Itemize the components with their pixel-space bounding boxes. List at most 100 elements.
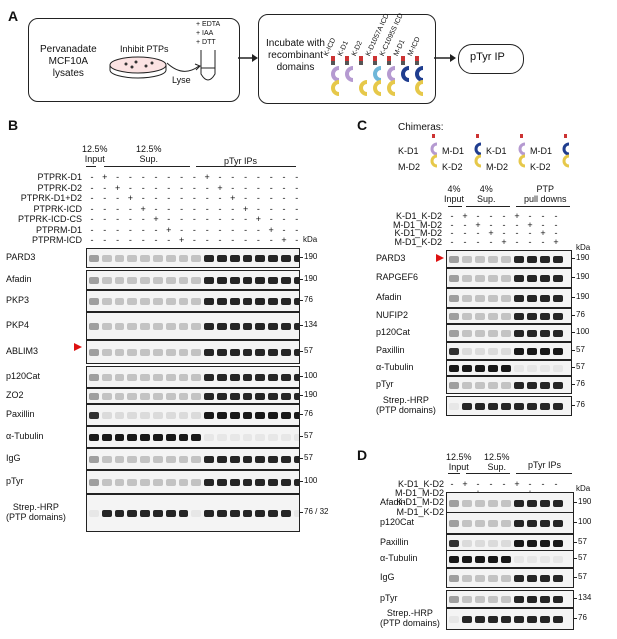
panelB-band [89, 277, 99, 284]
panelB-sign: - [205, 235, 209, 245]
panelC-band [540, 330, 550, 337]
panelC-tick [571, 350, 575, 351]
panelD-band [540, 540, 550, 547]
panelD-band [540, 575, 550, 582]
panelD-sign: - [476, 479, 480, 489]
panelC-blot-8 [446, 396, 572, 416]
panelB-band [127, 510, 138, 517]
chimera-label-7: K-D2 [530, 162, 551, 172]
panelC-cond-label-3: M-D1_K-D2 [394, 236, 442, 247]
panelB-band [191, 412, 202, 419]
panelB-mw-11: 76 / 32 [304, 507, 329, 516]
panelB-band [268, 510, 278, 517]
panelB-band [101, 393, 112, 400]
panelB-sign: - [295, 224, 299, 235]
panelB-band [165, 456, 176, 463]
panelB-band [178, 298, 189, 305]
panelC-blot-label-4: p120Cat [376, 327, 411, 337]
panelB-sign: - [180, 203, 184, 214]
panelD-band [553, 616, 563, 623]
panelD-mw-2: 57 [578, 537, 587, 546]
panelC-band [462, 348, 472, 355]
panelC-band [553, 348, 563, 355]
panelC-band [540, 295, 550, 302]
panelB-sign: - [128, 235, 132, 245]
panelB-blot-label-9: IgG [6, 453, 21, 463]
panelC-band [462, 403, 472, 410]
panelC-blot-label-1: RAPGEF6 [376, 272, 419, 282]
panelB-band [204, 323, 214, 330]
panelB-band [281, 393, 291, 400]
panelD-band [449, 575, 459, 582]
panelB-band [114, 456, 125, 463]
panelD-mw-4: 57 [578, 572, 587, 581]
panelD-band [475, 596, 485, 603]
panelC-band [553, 313, 563, 320]
panelC-sign: + [527, 219, 533, 230]
panelD-tick [573, 542, 577, 543]
panelB-sign: - [141, 224, 145, 235]
panelB-red-arrow-0 [74, 343, 82, 351]
panelB-sign: - [205, 214, 209, 224]
panelB-band [293, 456, 299, 463]
d-hdr-sup: 12.5% Sup. [484, 452, 510, 472]
panelB-band [127, 277, 138, 284]
panelB-band [153, 298, 163, 305]
panelB-blot-label-7: Paxillin [6, 409, 35, 419]
panelB-band [101, 323, 112, 330]
panelB-band [242, 298, 253, 305]
panelC-sign: - [489, 219, 493, 230]
panelD-band [540, 596, 550, 603]
panelB-band [255, 255, 266, 262]
panelC-band [527, 256, 537, 263]
panelC-blot-label-3: NUFIP2 [376, 310, 409, 320]
panelB-band [178, 510, 189, 517]
panelB-band [140, 349, 150, 356]
panelB-sign: - [128, 214, 132, 224]
panelD-band [488, 616, 498, 623]
panelB-band [293, 510, 299, 517]
panelB-sign: - [180, 214, 184, 224]
panelC-band [488, 382, 498, 389]
panelB-blot-0 [86, 248, 300, 268]
panelB-band [255, 393, 266, 400]
panelC-mw-2: 190 [576, 292, 590, 301]
panelB-band [127, 434, 138, 441]
panelB-band [242, 456, 253, 463]
panelB-band [101, 456, 112, 463]
panelC-blot-7 [446, 376, 572, 394]
panelB-mw-3: 134 [304, 320, 318, 329]
panelD-blot-label-5: pTyr [380, 593, 398, 603]
panelC-band [501, 365, 511, 372]
panelB-blot-5 [86, 366, 300, 388]
panelB-blot-label-3: PKP4 [6, 320, 30, 330]
panelB-band [217, 434, 227, 441]
panelC-sign: - [541, 211, 545, 221]
panelB-band [255, 277, 266, 284]
panelC-sign: - [450, 228, 454, 238]
additives-0: + EDTA [196, 21, 221, 28]
panelB-sign: - [90, 235, 94, 245]
panelC-band [449, 348, 459, 355]
panelB-sign: - [218, 203, 222, 214]
panelB-sign: - [90, 172, 94, 182]
panelB-mw-0: 190 [304, 252, 318, 261]
panelB-band [127, 298, 138, 305]
panelB-band [140, 393, 150, 400]
panelD-band [462, 616, 472, 623]
panelB-band [268, 412, 278, 419]
panelC-sign: - [528, 236, 532, 247]
panelD-tick [573, 502, 577, 503]
panelC-cond-label-0: K-D1_K-D2 [395, 211, 442, 221]
panelC-band [514, 275, 524, 282]
panelB-band [255, 374, 266, 381]
panelB-band [293, 298, 299, 305]
panelB-sign: - [154, 182, 158, 193]
panelC-blot-label-6: α-Tubulin [376, 362, 414, 372]
panelB-band [153, 349, 163, 356]
panelC-blot-label-7: pTyr [376, 379, 394, 389]
panelB-band [217, 277, 227, 284]
panelB-band [101, 479, 112, 486]
c-kda-label: kDa [576, 243, 591, 252]
panelD-mw-5: 134 [578, 593, 592, 602]
